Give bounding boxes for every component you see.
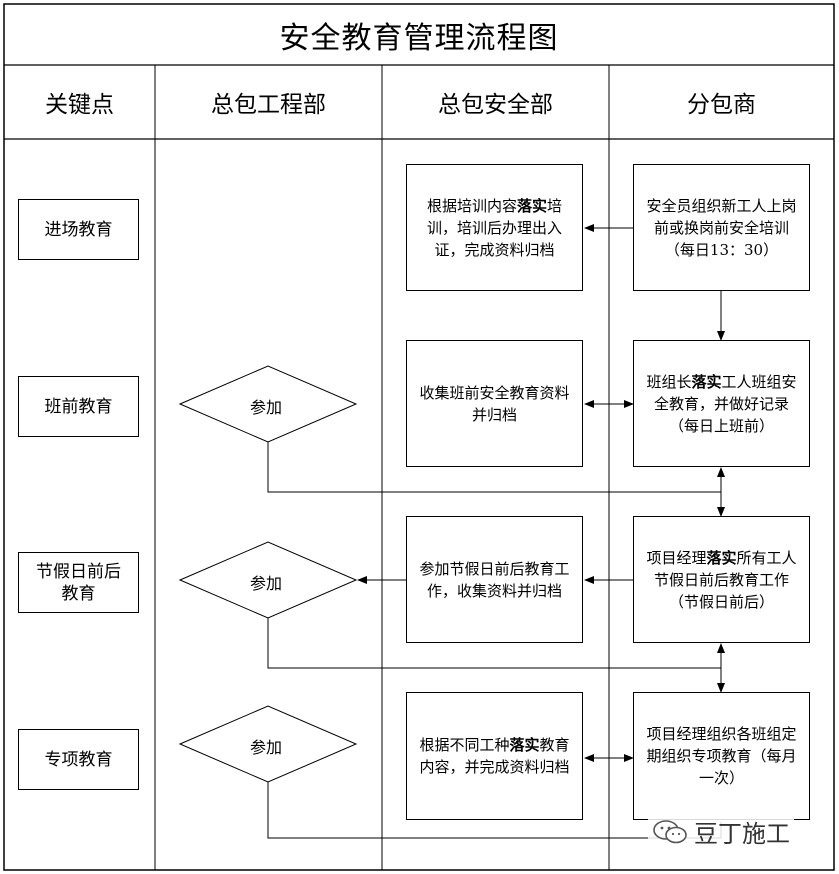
connector-diamond-1 <box>267 442 721 493</box>
safety-box-holiday-text: 参加节假日前后教育工作，收集资料并归档 <box>419 559 570 600</box>
diamond-label-2: 参加 <box>250 574 283 593</box>
sub-box-special-text: 项目经理组织各班组定期组织专项教育（每月一次） <box>646 725 797 787</box>
sub-box-pre-shift: 班组长落实工人班组安全教育，并做好记录（每日上班前） <box>633 340 810 467</box>
key-point-pre-shift: 班前教育 <box>18 376 139 437</box>
sub-box-holiday: 项目经理落实所有工人节假日前后教育工作（节假日前后） <box>633 516 810 643</box>
safety-box-special-text-a: 根据不同工种 <box>419 736 510 754</box>
safety-box-entry-em: 落实 <box>516 196 547 215</box>
sub-box-holiday-text-b: 所有工人节假日前后教育工作（节假日前后） <box>653 548 797 611</box>
safety-box-entry: 根据培训内容落实培训，培训后办理出入证，完成资料归档 <box>406 164 583 291</box>
header-gc-engineering: 总包工程部 <box>211 92 326 118</box>
sub-box-entry: 安全员组织新工人上岗前或换岗前安全培训（每日13：30） <box>633 164 810 291</box>
wechat-icon <box>653 819 687 843</box>
key-point-holiday: 节假日前后教育 <box>18 552 139 613</box>
key-point-special: 专项教育 <box>18 729 139 790</box>
header-key-points: 关键点 <box>45 92 114 118</box>
diamond-label-1: 参加 <box>250 398 283 417</box>
outer-border <box>3 3 835 871</box>
header-subcontractor: 分包商 <box>687 92 756 118</box>
safety-box-pre-shift-text: 收集班前安全教育资料并归档 <box>419 383 570 424</box>
sub-box-holiday-text-a: 项目经理 <box>646 548 707 567</box>
key-point-entry: 进场教育 <box>18 199 139 260</box>
sub-box-pre-shift-em: 落实 <box>691 372 722 391</box>
safety-box-pre-shift: 收集班前安全教育资料并归档 <box>406 340 583 467</box>
diamond-label-3: 参加 <box>250 738 283 757</box>
sub-box-special: 项目经理组织各班组定期组织专项教育（每月一次） <box>633 692 810 820</box>
connector-diamond-2 <box>267 618 721 669</box>
diamond-shape-3 <box>178 705 358 783</box>
watermark: 豆丁施工 <box>648 814 794 849</box>
sub-box-entry-text: 安全员组织新工人上岗前或换岗前安全培训（每日13：30） <box>646 196 797 259</box>
safety-box-holiday: 参加节假日前后教育工作，收集资料并归档 <box>406 516 583 643</box>
sub-box-pre-shift-text-b: 工人班组安全教育，并做好记录（每日上班前） <box>653 372 797 435</box>
sub-box-pre-shift-text-a: 班组长 <box>646 372 692 391</box>
sub-box-holiday-em: 落实 <box>706 548 737 567</box>
chart-title: 安全教育管理流程图 <box>279 21 559 56</box>
watermark-text: 豆丁施工 <box>694 820 790 848</box>
safety-box-entry-text-a: 根据培训内容 <box>426 196 517 215</box>
diamond-shape-2 <box>178 541 358 619</box>
safety-box-special-text-b: 教育内容，并完成资料归档 <box>419 736 570 776</box>
safety-box-special-em: 落实 <box>509 736 540 754</box>
header-gc-safety: 总包安全部 <box>438 92 553 118</box>
safety-box-entry-text-b: 培训，培训后办理出入证，完成资料归档 <box>426 196 563 259</box>
diamond-shape-1 <box>178 365 358 443</box>
safety-box-special: 根据不同工种落实教育内容，并完成资料归档 <box>406 692 583 820</box>
